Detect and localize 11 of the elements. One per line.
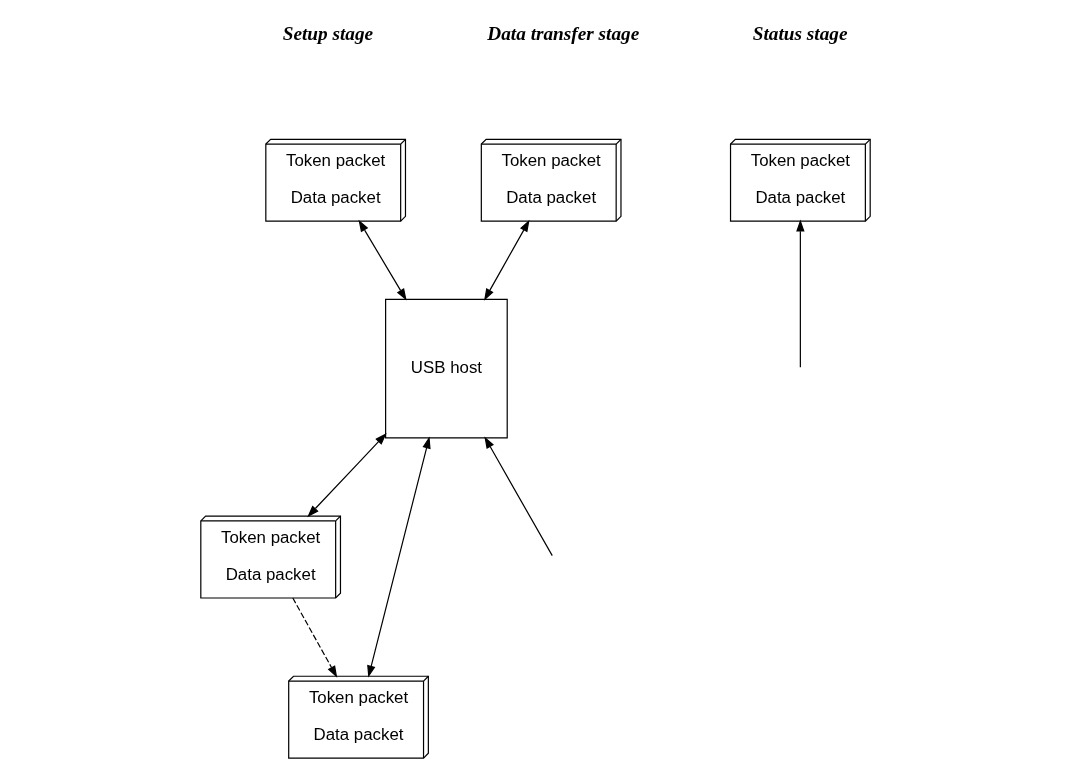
arrow <box>484 219 530 301</box>
label: Status stage <box>752 23 848 45</box>
label: Setup stage <box>282 23 374 45</box>
arrow <box>796 219 805 368</box>
arrow <box>484 436 553 557</box>
arrow <box>307 433 387 518</box>
node-box: USB host <box>385 298 508 439</box>
arrow <box>358 219 407 301</box>
arrow <box>367 436 431 678</box>
label: Data transfer stage <box>487 23 640 45</box>
arrow <box>292 597 338 678</box>
